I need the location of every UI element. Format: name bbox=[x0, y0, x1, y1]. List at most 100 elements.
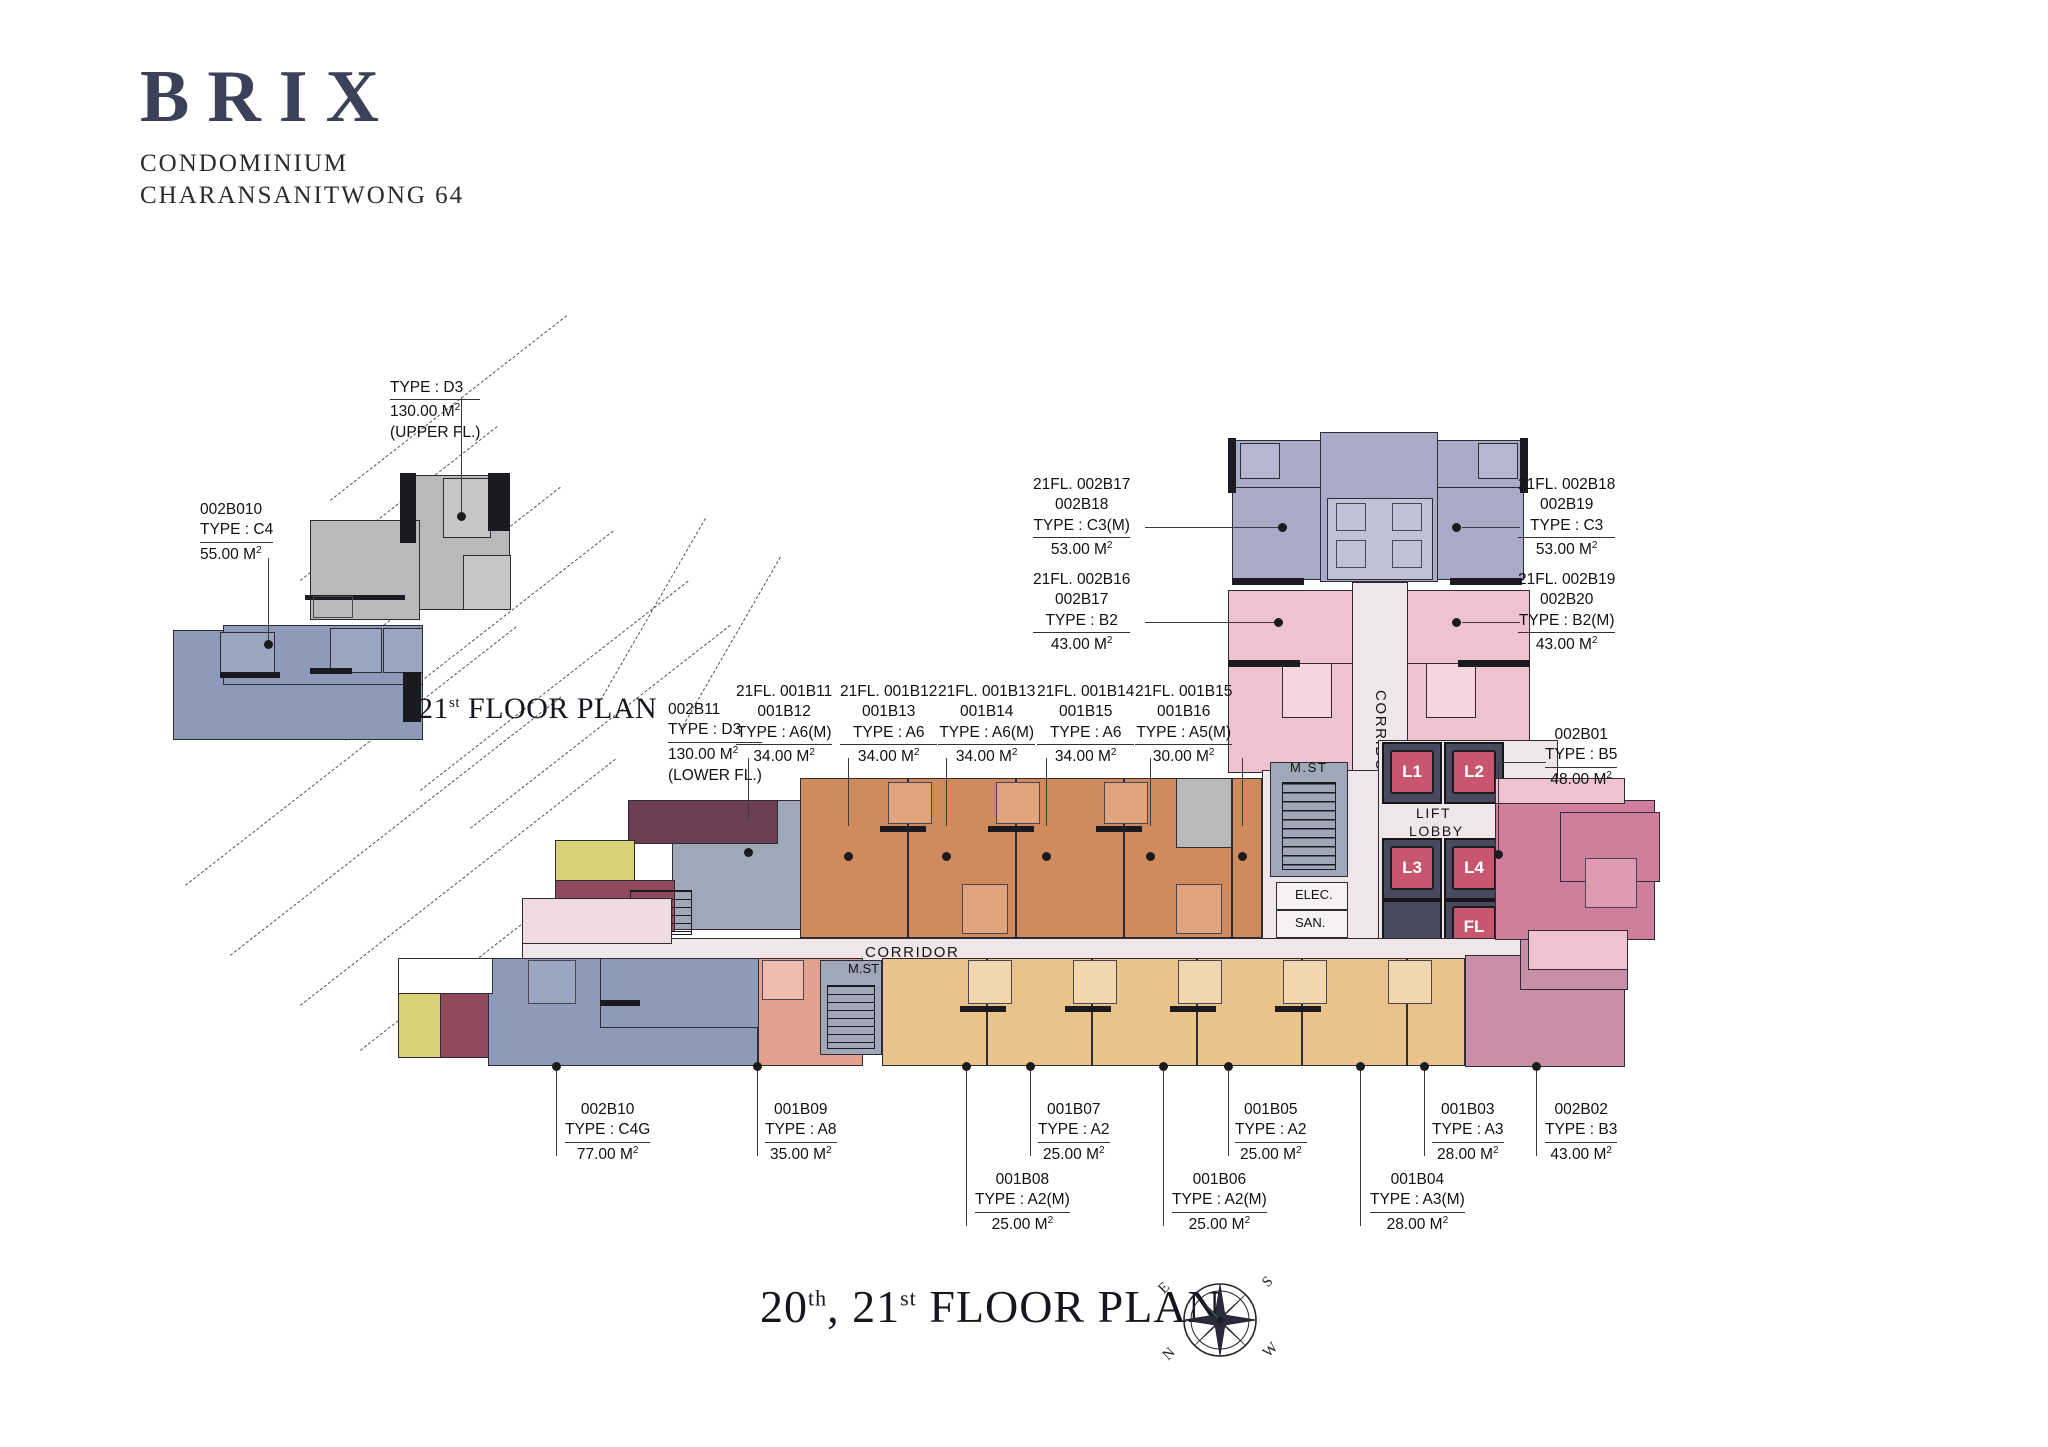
lift-l2[interactable]: L2 bbox=[1452, 750, 1496, 794]
callout-area: 34.00 M2 bbox=[1054, 747, 1117, 766]
callout-a2-2: 001B05 TYPE : A2 25.00 M2 bbox=[1235, 1100, 1307, 1166]
callout-area: 30.00 M2 bbox=[1152, 747, 1215, 766]
inset-plan-title-suffix: st bbox=[449, 695, 461, 711]
unit-bath-pod bbox=[1176, 884, 1222, 934]
callout-code: 002B010 bbox=[200, 501, 263, 518]
callout-area: 43.00 M2 bbox=[1550, 1144, 1612, 1164]
unit-bath-pod bbox=[1283, 960, 1327, 1004]
callout-dot bbox=[962, 1062, 971, 1071]
callout-dot bbox=[753, 1062, 762, 1071]
lift-l1[interactable]: L1 bbox=[1390, 750, 1434, 794]
core-shaft-d bbox=[1392, 540, 1422, 568]
callout-area: 55.00 M2 bbox=[200, 544, 262, 564]
callout-type: TYPE : B5 bbox=[1545, 745, 1618, 768]
callout-b2: 21FL. 002B16 002B17 TYPE : B2 43.00 M2 bbox=[1033, 570, 1131, 656]
lift-l3[interactable]: L3 bbox=[1390, 846, 1434, 890]
unit-party-wall bbox=[988, 826, 1034, 832]
callout-type: TYPE : A5(M) bbox=[1135, 723, 1233, 746]
unit-bath-pod bbox=[968, 960, 1012, 1004]
callout-code2: 001B12 bbox=[757, 703, 811, 721]
unit-upper-grey-strip bbox=[1176, 778, 1232, 848]
callout-leader bbox=[757, 1068, 759, 1156]
callout-a6-1: 21FL. 001B12 001B13 TYPE : A6 34.00 M2 bbox=[840, 682, 938, 768]
lift-l4[interactable]: L4 bbox=[1452, 846, 1496, 890]
callout-a6-2: 21FL. 001B14 001B15 TYPE : A6 34.00 M2 bbox=[1037, 682, 1135, 768]
core-stair-label: M.ST bbox=[1290, 760, 1328, 775]
callout-a2m-1: 001B08 TYPE : A2(M) 25.00 M2 bbox=[975, 1170, 1070, 1236]
compass-rose: N E S W bbox=[1155, 1272, 1281, 1368]
unit-a8-bath bbox=[762, 960, 804, 1000]
callout-dot bbox=[552, 1062, 561, 1071]
inset-plan-title: 21st FLOOR PLAN bbox=[418, 692, 657, 726]
callout-code: 21FL. 002B16 bbox=[1033, 571, 1131, 588]
callout-code: 21FL. 001B13 bbox=[938, 683, 1036, 700]
callout-b2m: 21FL. 002B19 002B20 TYPE : B2(M) 43.00 M… bbox=[1518, 570, 1616, 656]
callout-code: 21FL. 001B15 bbox=[1135, 683, 1233, 700]
callout-area: 43.00 M2 bbox=[1535, 635, 1598, 654]
callout-dot bbox=[1159, 1062, 1168, 1071]
callout-code2: 001B16 bbox=[1156, 703, 1211, 721]
callout-c3: 21FL. 002B18 002B19 TYPE : C3 53.00 M2 bbox=[1518, 475, 1616, 561]
callout-type: TYPE : C4G bbox=[565, 1120, 651, 1143]
callout-leader bbox=[1145, 527, 1285, 529]
callout-code: 002B11 bbox=[668, 701, 721, 718]
unit-c4g-wing bbox=[600, 958, 770, 1028]
callout-code: 002B02 bbox=[1554, 1101, 1608, 1118]
callout-type: TYPE : A2(M) bbox=[975, 1190, 1070, 1213]
callout-leader bbox=[1536, 1068, 1538, 1156]
callout-leader bbox=[556, 1068, 558, 1156]
callout-leader bbox=[1163, 1068, 1165, 1226]
callout-type: TYPE : A2(M) bbox=[1172, 1190, 1267, 1213]
callout-type: TYPE : A6(M) bbox=[938, 723, 1036, 746]
callout-type: TYPE : A2 bbox=[1235, 1120, 1307, 1143]
callout-dot bbox=[744, 848, 753, 857]
main-corridor-label: CORRIDOR bbox=[865, 944, 960, 961]
inset-plan-title-tail: FLOOR PLAN bbox=[460, 692, 658, 725]
callout-code: 21FL. 001B11 bbox=[736, 683, 833, 700]
callout-dot bbox=[844, 852, 853, 861]
callout-area: 35.00 M2 bbox=[769, 1144, 832, 1164]
callout-leader bbox=[748, 758, 750, 820]
callout-type: TYPE : D3 bbox=[390, 378, 481, 401]
unit-party-wall bbox=[1275, 1006, 1321, 1012]
plan-title-num1: 20 bbox=[760, 1281, 808, 1332]
unit-party-wall bbox=[1096, 826, 1142, 832]
callout-code: 001B04 bbox=[1390, 1171, 1445, 1188]
callout-leader bbox=[461, 398, 463, 518]
callout-leader bbox=[1150, 758, 1152, 826]
callout-dot bbox=[264, 640, 273, 649]
brand-subtitle-line1: CONDOMINIUM bbox=[140, 150, 349, 177]
callout-type: TYPE : A6(M) bbox=[736, 723, 833, 746]
callout-area: 48.00 M2 bbox=[1550, 769, 1612, 789]
callout-type: TYPE : A2 bbox=[1038, 1120, 1110, 1143]
unit-a5m bbox=[1232, 778, 1262, 938]
callout-code2: 002B19 bbox=[1539, 496, 1594, 514]
room-san bbox=[1276, 910, 1348, 938]
callout-code: 21FL. 002B17 bbox=[1033, 476, 1131, 493]
unit-bath-pod bbox=[1073, 960, 1117, 1004]
callout-a2-1: 001B07 TYPE : A2 25.00 M2 bbox=[1038, 1100, 1110, 1166]
callout-type: TYPE : A3 bbox=[1432, 1120, 1504, 1143]
unit-right-edge bbox=[1528, 930, 1628, 970]
unit-bath-pod bbox=[962, 884, 1008, 934]
callout-area: 25.00 M2 bbox=[991, 1214, 1054, 1234]
callout-leader bbox=[1360, 1068, 1362, 1226]
callout-type: TYPE : B3 bbox=[1545, 1120, 1618, 1143]
callout-code: 001B03 bbox=[1441, 1101, 1495, 1118]
callout-code: 001B05 bbox=[1244, 1101, 1298, 1118]
elec-label: ELEC. bbox=[1295, 887, 1333, 902]
callout-leader bbox=[1498, 762, 1500, 854]
room-elec bbox=[1276, 882, 1348, 910]
callout-dot bbox=[1238, 852, 1247, 861]
callout-type: TYPE : C3 bbox=[1518, 516, 1616, 539]
callout-code2: 001B14 bbox=[959, 703, 1014, 721]
projection-line bbox=[600, 518, 706, 701]
unit-bath-pod bbox=[996, 782, 1040, 824]
callout-a2m-2: 001B06 TYPE : A2(M) 25.00 M2 bbox=[1172, 1170, 1267, 1236]
callout-area: 34.00 M2 bbox=[955, 747, 1018, 766]
callout-area: 53.00 M2 bbox=[1050, 540, 1113, 559]
callout-dot bbox=[1026, 1062, 1035, 1071]
unit-c4g-kitchen bbox=[528, 960, 576, 1004]
lift-lobby-label-1: LIFT bbox=[1416, 805, 1452, 821]
plan-title-sup2: st bbox=[900, 1285, 917, 1311]
